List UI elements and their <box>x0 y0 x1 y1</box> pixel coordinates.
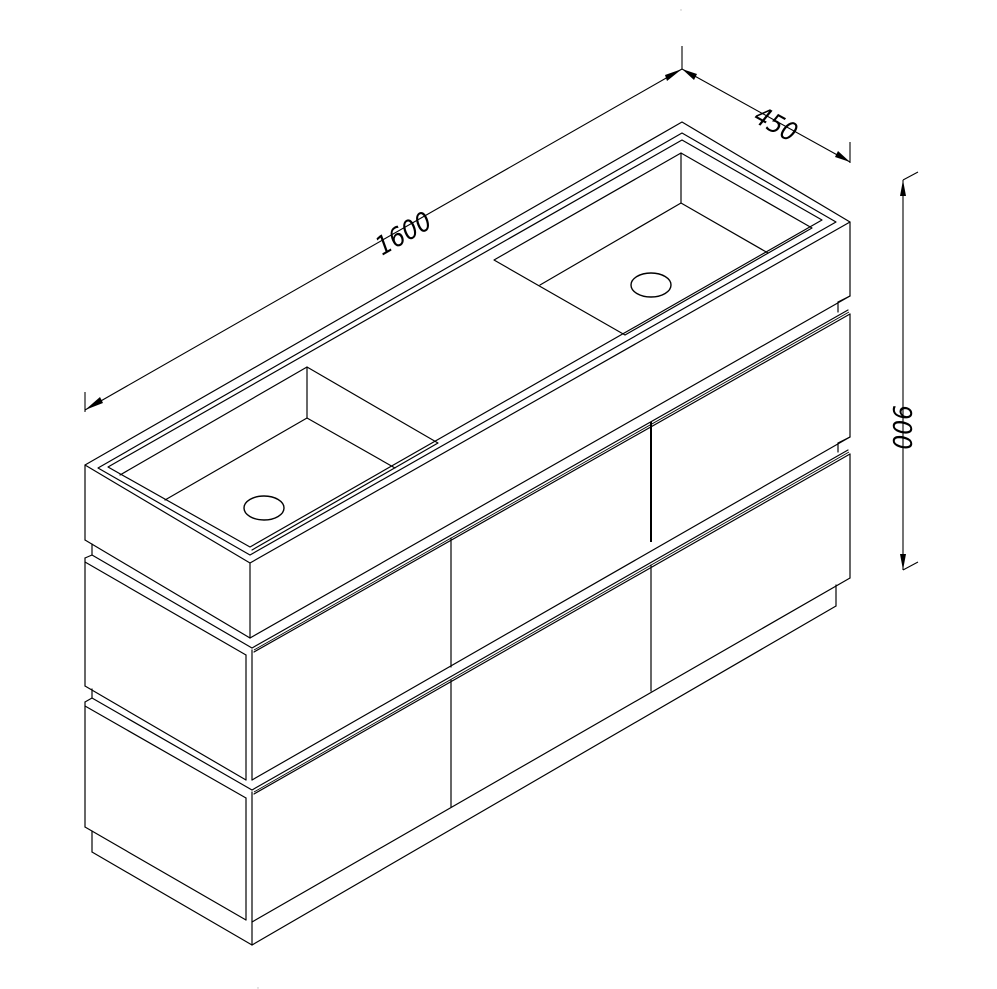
lower-drawer-row <box>84 436 851 923</box>
depth-label: 450 <box>749 101 803 149</box>
countertop-block <box>84 121 851 639</box>
left-basin <box>119 366 439 551</box>
speck <box>257 987 259 989</box>
height-dimension: 900 <box>886 171 919 571</box>
depth-dimension: 450 <box>681 46 851 163</box>
right-basin <box>493 152 813 336</box>
speck <box>680 9 682 11</box>
plinth <box>91 584 837 946</box>
upper-drawer-row <box>84 295 851 781</box>
left-drain-icon <box>243 495 285 521</box>
right-drain-icon <box>630 272 672 298</box>
height-label: 900 <box>886 405 916 450</box>
